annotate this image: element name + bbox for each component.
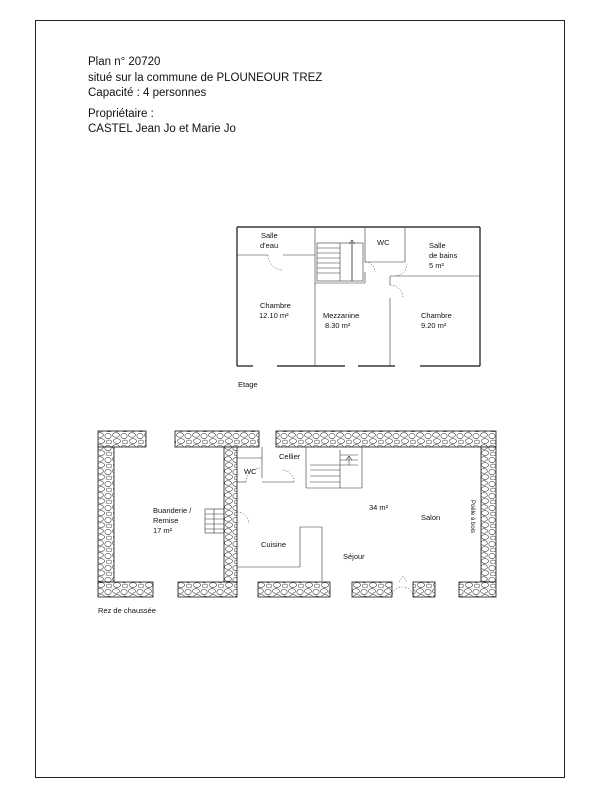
upper-chambre-right-label: Chambre (421, 311, 452, 320)
upper-salle-eau-label-2: d'eau (260, 241, 278, 250)
capacity-line: Capacité : 4 personnes (88, 87, 207, 99)
upper-chambre-left-area: 12.10 m² (259, 311, 289, 320)
upper-doors (267, 254, 408, 299)
ground-floor-caption: Rez de chaussée (98, 606, 156, 615)
ground-buanderie-label-1: Buanderie / (153, 506, 192, 515)
ground-doors (236, 467, 414, 598)
plan-header: Plan n° 20720 situé sur la commune de PL… (88, 55, 322, 138)
owner-name: CASTEL Jean Jo et Marie Jo (88, 123, 236, 135)
ground-living-area: 34 m² (369, 503, 389, 512)
ground-buanderie-label-2: Remise (153, 516, 178, 525)
upper-salle-bains-label-2: de bains (429, 251, 458, 260)
upper-floor-caption: Etage (238, 380, 258, 389)
upper-chambre-right-area: 9.20 m² (421, 321, 447, 330)
upper-staircase (316, 239, 364, 282)
plan-number: Plan n° 20720 (88, 56, 161, 68)
ground-cellier-label: Cellier (279, 452, 301, 461)
upper-interior-walls (237, 227, 480, 366)
owner-label: Propriétaire : (88, 107, 154, 120)
upper-salle-bains-area: 5 m² (429, 261, 445, 270)
ground-buanderie-area: 17 m² (153, 526, 173, 535)
commune-line: situé sur la commune de PLOUNEOUR TREZ (88, 71, 323, 84)
upper-mezzanine-label: Mezzanine (323, 311, 359, 320)
upper-wc-label: WC (377, 238, 390, 247)
upper-floor-plan: Salle d'eau WC Salle de bains 5 m² Chamb… (236, 226, 481, 389)
ground-poele-label: Poêle à bois (469, 500, 475, 533)
upper-salle-eau-label-1: Salle (261, 231, 278, 240)
plan-sheet (35, 20, 565, 778)
upper-outer-walls (236, 226, 481, 367)
upper-mezzanine-area: 8.30 m² (325, 321, 351, 330)
ground-cuisine-label: Cuisine (261, 540, 286, 549)
ground-sejour-label: Séjour (343, 552, 365, 561)
upper-chambre-left-label: Chambre (260, 301, 291, 310)
ground-staircase (204, 450, 358, 534)
ground-wc-label: WC (244, 467, 257, 476)
ground-floor-plan: Cellier WC Buanderie / Remise 17 m² 34 m… (97, 430, 497, 615)
ground-salon-label: Salon (421, 513, 440, 522)
ground-interior-walls (237, 447, 363, 582)
upper-salle-bains-label-1: Salle (429, 241, 446, 250)
ground-stone-walls (97, 430, 497, 598)
